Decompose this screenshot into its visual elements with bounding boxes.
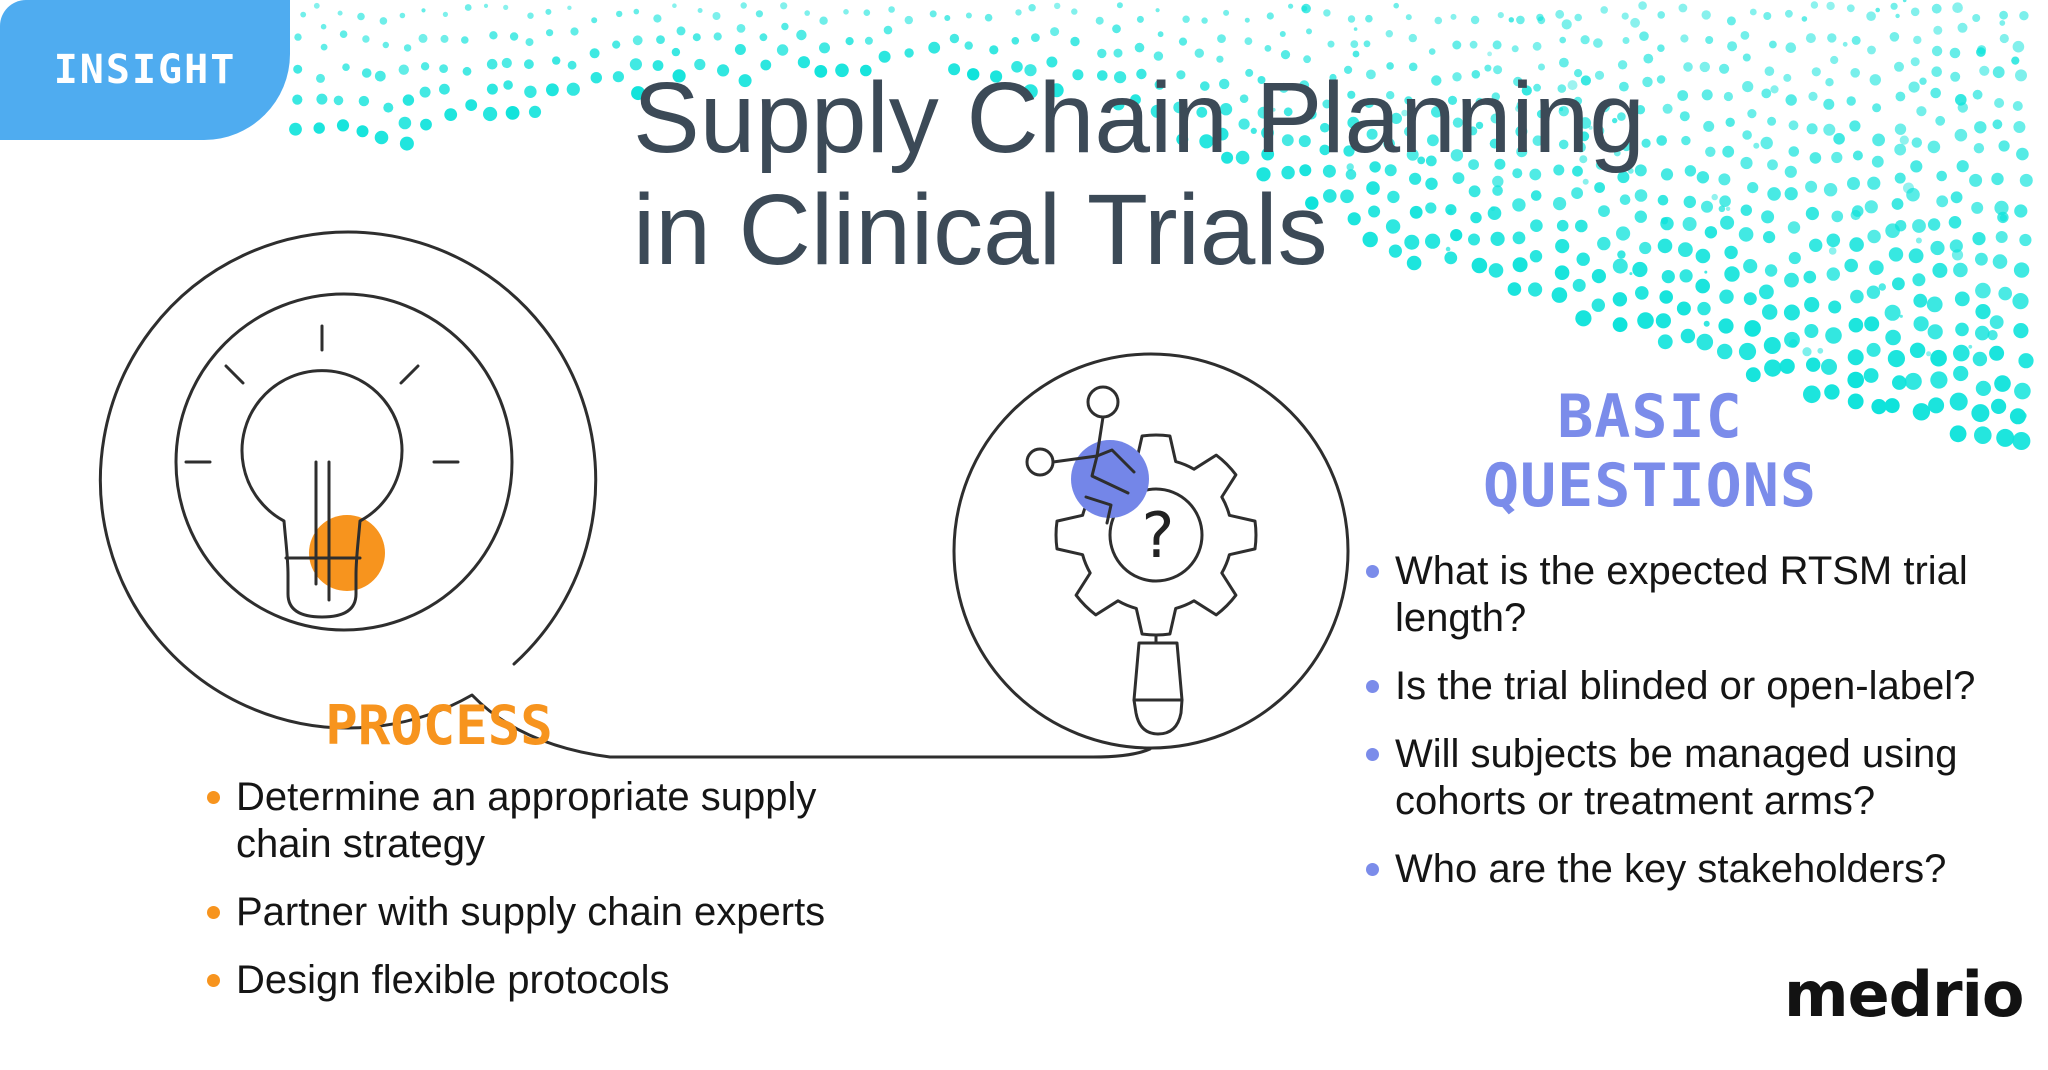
basic-questions-heading-line-1: BASIC — [1557, 382, 1743, 452]
list-item: Partner with supply chain experts — [207, 889, 872, 936]
bullet-dot — [1366, 748, 1379, 761]
molecule-node-top — [1086, 385, 1120, 419]
questions-list: What is the expected RTSM trial length? … — [1366, 548, 1976, 914]
process-list: Determine an appropriate supply chain st… — [207, 774, 872, 1025]
question-item-text: What is the expected RTSM trial length? — [1395, 549, 1968, 640]
outer-ring-spiral — [98, 230, 1152, 759]
magnifier-handle — [1132, 641, 1184, 736]
title-line-2: in Clinical Trials — [633, 174, 1328, 286]
title-line-1: Supply Chain Planning — [633, 62, 1645, 174]
list-item: Will subjects be managed using cohorts o… — [1366, 731, 1976, 825]
basic-questions-heading: BASIC QUESTIONS — [1350, 383, 1950, 521]
right-ring — [952, 352, 1350, 750]
list-item: Design flexible protocols — [207, 957, 872, 1004]
bullet-dot — [1366, 565, 1379, 578]
lightbulb-outline — [240, 369, 404, 619]
list-item: Is the trial blinded or open-label? — [1366, 663, 1976, 710]
tick-marks — [184, 324, 460, 464]
gear-inner-circle — [1108, 487, 1204, 583]
question-item-text: Who are the key stakeholders? — [1395, 847, 1947, 891]
process-heading: PROCESS — [325, 694, 553, 757]
bullet-dot — [207, 906, 220, 919]
process-item-text: Design flexible protocols — [236, 958, 670, 1002]
orange-accent-circle — [309, 515, 385, 591]
process-item-text: Determine an appropriate supply chain st… — [236, 775, 817, 866]
list-item: Determine an appropriate supply chain st… — [207, 774, 872, 868]
question-item-text: Is the trial blinded or open-label? — [1395, 664, 1976, 708]
middle-ring — [174, 292, 514, 632]
question-item-text: Will subjects be managed using cohorts o… — [1395, 732, 1958, 823]
medrio-logo: medrio — [1784, 958, 2024, 1031]
bullet-dot — [207, 974, 220, 987]
outer-ring-top-right — [346, 230, 598, 666]
molecule-lines — [1025, 385, 1136, 525]
lightbulb-illustration — [98, 230, 1152, 759]
insight-badge: INSIGHT — [0, 0, 290, 140]
bullet-dot — [1366, 680, 1379, 693]
bullet-dot — [207, 791, 220, 804]
basic-questions-heading-line-2: QUESTIONS — [1482, 451, 1818, 521]
insight-badge-label: INSIGHT — [53, 47, 237, 93]
molecule-node-left — [1025, 447, 1055, 477]
page-title: Supply Chain Planning in Clinical Trials — [633, 62, 1645, 286]
bullet-dot — [1366, 863, 1379, 876]
process-item-text: Partner with supply chain experts — [236, 890, 826, 934]
gear-magnifier-illustration: ? — [952, 352, 1350, 750]
list-item: Who are the key stakeholders? — [1366, 846, 1976, 893]
question-mark: ? — [1142, 499, 1175, 572]
list-item: What is the expected RTSM trial length? — [1366, 548, 1976, 642]
